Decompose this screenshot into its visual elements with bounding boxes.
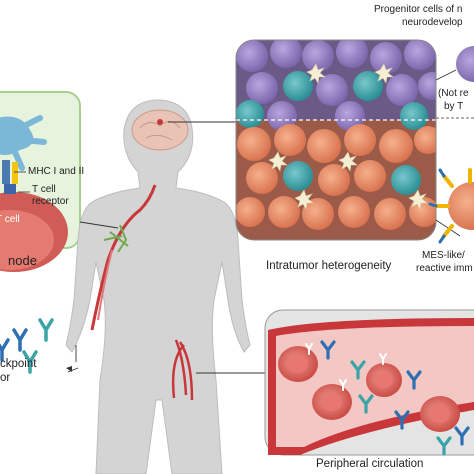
vessel-arm (90, 184, 157, 331)
right-cell-callouts (428, 46, 474, 244)
vessel-panel (264, 309, 474, 456)
label-node: node (8, 253, 37, 268)
vessel-antibodies (320, 340, 470, 456)
label-progenitor-1: Progenitor cells of n (374, 4, 463, 15)
label-mhc: MHC I and II (28, 166, 85, 177)
mhc-receptor (2, 160, 10, 184)
brain (131, 109, 189, 151)
microglia-cells (268, 63, 428, 210)
human-silhouette (65, 99, 251, 474)
label-not-recognized-2: by T (444, 101, 464, 112)
red-blood-cells (278, 346, 460, 432)
antibodies (0, 318, 54, 374)
white-receptors (305, 343, 387, 391)
lymph-node-panel (0, 91, 81, 272)
tumor-cells-top (236, 40, 436, 131)
label-progenitor-2: neurodevelop (402, 17, 463, 28)
label-checkpoint-2: or (0, 372, 11, 384)
tumor-panel (235, 39, 437, 241)
label-checkpoint-1: ckpoint (0, 358, 37, 370)
label-tcell-receptor-2: receptor (32, 196, 69, 207)
label-intratumor: Intratumor heterogeneity (266, 260, 392, 272)
label-tcell: T cell (0, 214, 20, 225)
lymph-vessels (103, 224, 129, 253)
label-tcell-receptor-1: T cell (32, 184, 56, 195)
vessel-leg (171, 339, 194, 401)
label-mes-1: MES-like/ (422, 250, 465, 261)
label-not-recognized-1: (Not re (438, 88, 469, 99)
label-mes-2: reactive imm (416, 263, 473, 274)
mes-cell (448, 182, 474, 230)
tumor-site (157, 119, 163, 125)
connector-lines (67, 121, 265, 374)
label-peripheral: Peripheral circulation (316, 458, 424, 470)
tumor-cells-bottom (236, 124, 436, 230)
